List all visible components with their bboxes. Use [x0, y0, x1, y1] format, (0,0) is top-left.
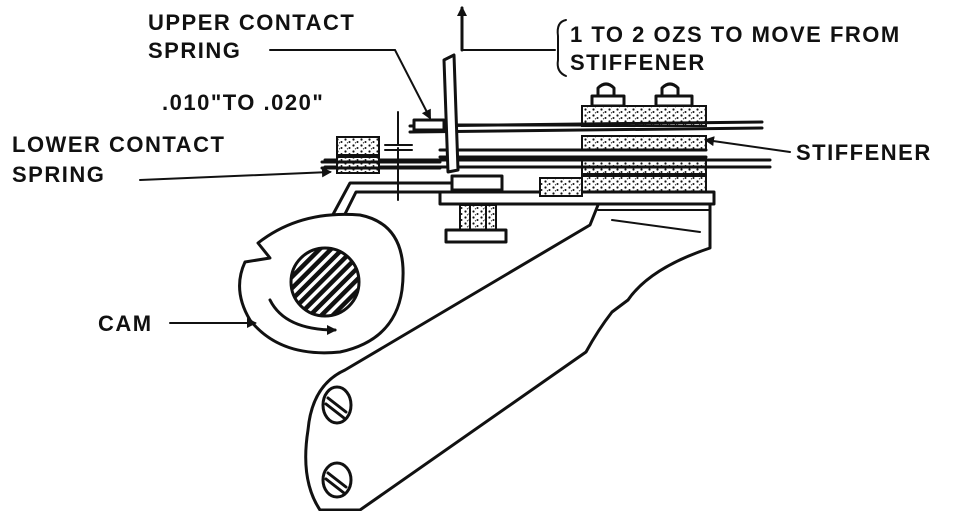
- lower-contact-spring-label-line1: LOWER CONTACT: [12, 132, 225, 157]
- stiffener-leader: [704, 136, 791, 153]
- cam-label: CAM: [98, 311, 153, 336]
- lower-spring-leader: [139, 167, 332, 181]
- upper-contact-spring-label-line2: SPRING: [148, 38, 241, 63]
- lower-contact-spring-label-line2: SPRING: [12, 162, 105, 187]
- gap-spec-label: .010"TO .020": [162, 90, 324, 115]
- mounting-bracket-arm: [304, 198, 712, 511]
- cam-shaft: [289, 246, 361, 318]
- upper-contact-spring: [412, 118, 587, 132]
- upper-spring-leader: [269, 49, 431, 120]
- force-note-bracket: [556, 19, 567, 77]
- rotation-arrow: [268, 298, 337, 335]
- force-note-line2: STIFFENER: [570, 50, 706, 75]
- cam: [238, 212, 405, 355]
- arm-screw-upper: [321, 385, 353, 425]
- upper-contact-spring-label-line1: UPPER CONTACT: [148, 10, 355, 35]
- arm-screw-lower: [321, 461, 353, 499]
- stiffener-label: STIFFENER: [796, 140, 932, 165]
- lower-contact-spring: [320, 136, 442, 174]
- adjusting-stud: [444, 174, 508, 244]
- vertical-lift-plate: [442, 53, 460, 174]
- force-note-line1: 1 TO 2 OZS TO MOVE FROM: [570, 22, 901, 47]
